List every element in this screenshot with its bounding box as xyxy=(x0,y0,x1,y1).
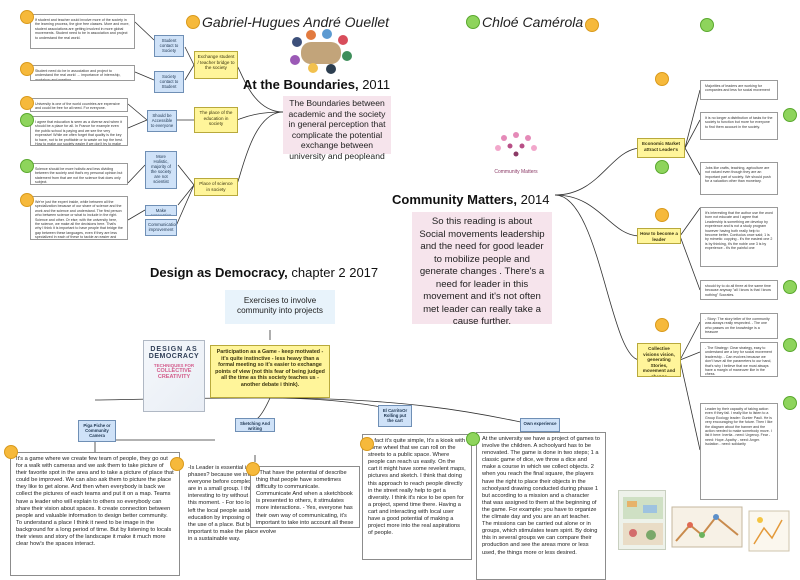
boundaries-year: 2011 xyxy=(362,77,391,92)
node-experience: Own experience xyxy=(520,418,560,432)
author-name-1: Gabriel-Hugues André Ouellet xyxy=(202,14,390,30)
dot-b1 xyxy=(20,10,34,24)
note-community-1: Majorities of leaders are working for co… xyxy=(700,80,778,100)
node-participation: Participation as a Game - keep motivated… xyxy=(210,345,330,398)
note-community-8: Leader by their capacity of taking actio… xyxy=(700,403,778,500)
note-boundaries-1: If student and teacher could involve mor… xyxy=(30,14,135,49)
boundaries-summary: The Boundaries between academic and the … xyxy=(283,96,391,161)
note-community-2: It is no longer a distribution of tasks … xyxy=(700,112,778,140)
note-community-6: - Story: The story teller of the communi… xyxy=(700,313,778,339)
book-line5: CREATIVITY xyxy=(157,374,191,380)
book-line2: DEMOCRACY xyxy=(148,353,200,360)
note-boundaries-4: I agree that education is seen as a dive… xyxy=(30,116,128,146)
dot-c1 xyxy=(655,72,669,86)
author-dot-orange-2 xyxy=(585,18,599,32)
dot-d5 xyxy=(466,432,480,446)
dot-b6 xyxy=(20,193,34,207)
note-community-7: - The Strategy: Clear strategy, easy to … xyxy=(700,342,778,377)
blue-holistic: More Holistic, majority of the society a… xyxy=(145,151,177,189)
text-piga: It's a game where we create few team of … xyxy=(10,452,180,576)
text-carrito: In fact it's quite simple, It's a kiosk … xyxy=(362,434,472,560)
node-exchange: Exchange student / teacher bridge to the… xyxy=(194,51,238,79)
node-place-science: Place of science in society xyxy=(194,178,238,196)
boundaries-title-text: At the Boundaries, xyxy=(243,77,359,92)
node-place-education: The place of the education in society xyxy=(194,107,238,133)
blue-make-connection: Make connection xyxy=(145,205,177,216)
dot-c4 xyxy=(655,208,669,222)
democracy-title: Design as Democracy, chapter 2 2017 xyxy=(150,265,378,280)
note-boundaries-6: We're just the expert inside, while betw… xyxy=(30,196,128,240)
dot-c2 xyxy=(783,108,797,122)
dot-c7 xyxy=(783,338,797,352)
schoolyard-photo xyxy=(618,490,666,550)
node-economic: Economic Market attract Leader's xyxy=(637,138,685,158)
blue-society-contact: Society contact to Student xyxy=(154,71,184,93)
author-name-2: Chloé Camérola xyxy=(482,14,584,30)
dot-d2 xyxy=(170,457,184,471)
book-cover: DESIGN AS DEMOCRACY TECHNIQUES FOR COLLE… xyxy=(143,340,205,412)
node-sketching: Sketching And writing xyxy=(235,418,275,432)
author-dot-orange xyxy=(186,15,200,29)
author-dot-green xyxy=(466,15,480,29)
note-community-4: It's interesting that the author use the… xyxy=(700,207,778,267)
dot-b5 xyxy=(20,159,34,173)
node-piga: Piga Piche or Community Camera xyxy=(78,420,116,442)
note-boundaries-5: Science should be more holistic and less… xyxy=(30,163,128,185)
note-community-3: Jobs like crafts, teaching, agriculture … xyxy=(700,162,778,195)
game-board-photo xyxy=(670,505,745,549)
community-logo-graphic xyxy=(495,132,537,157)
dot-c5 xyxy=(783,280,797,294)
dot-d4 xyxy=(360,437,374,451)
children-drawing-photo xyxy=(748,510,790,552)
node-collective: Collective visions vision, generating St… xyxy=(637,343,681,377)
note-community-5: should try to do all three at the same t… xyxy=(700,280,778,300)
dot-b3 xyxy=(20,96,34,110)
community-title-text: Community Matters, xyxy=(392,192,517,207)
author-dot-green-2 xyxy=(700,18,714,32)
dot-d3 xyxy=(246,462,260,476)
democracy-chapter: chapter 2 2017 xyxy=(291,265,379,280)
blue-communication: Communication improvement xyxy=(145,219,177,236)
meeting-illustration xyxy=(283,28,358,74)
community-summary: So this reading is about Social movement… xyxy=(412,212,552,327)
dot-d1 xyxy=(4,445,18,459)
boundaries-title: At the Boundaries, 2011 xyxy=(243,77,390,92)
dot-b2 xyxy=(20,62,34,76)
book-line1: DESIGN AS xyxy=(150,346,198,353)
community-title: Community Matters, 2014 xyxy=(392,192,550,207)
book-line3: TECHNIQUES FOR xyxy=(153,363,195,368)
democracy-exercises: Exercises to involve community into proj… xyxy=(225,290,335,324)
community-year: 2014 xyxy=(520,192,550,207)
blue-accessible: Should be Accessible to everyone xyxy=(147,110,177,132)
democracy-title-text: Design as Democracy, xyxy=(150,265,288,280)
blue-student-contact: Student contact to Society xyxy=(154,35,184,57)
dot-c8 xyxy=(783,396,797,410)
note-boundaries-2: Student need do be in association and pr… xyxy=(30,65,135,81)
note-boundaries-3: University is one of the world countries… xyxy=(30,98,128,112)
dot-c3 xyxy=(655,160,669,174)
text-sketching: - That have the potential of describe th… xyxy=(250,466,360,528)
book-line4: COLLECTIVE xyxy=(156,368,192,374)
node-carrito: El CarritoOr Rolling put the cart xyxy=(378,405,412,427)
dot-b4 xyxy=(20,113,34,127)
dot-c6 xyxy=(655,318,669,332)
text-experience: At the university we have a project of g… xyxy=(476,432,606,580)
node-how-leader: How to become a leader xyxy=(637,228,681,244)
community-logo-text: Community Matters xyxy=(494,169,538,175)
community-logo: Community Matters xyxy=(486,130,546,176)
